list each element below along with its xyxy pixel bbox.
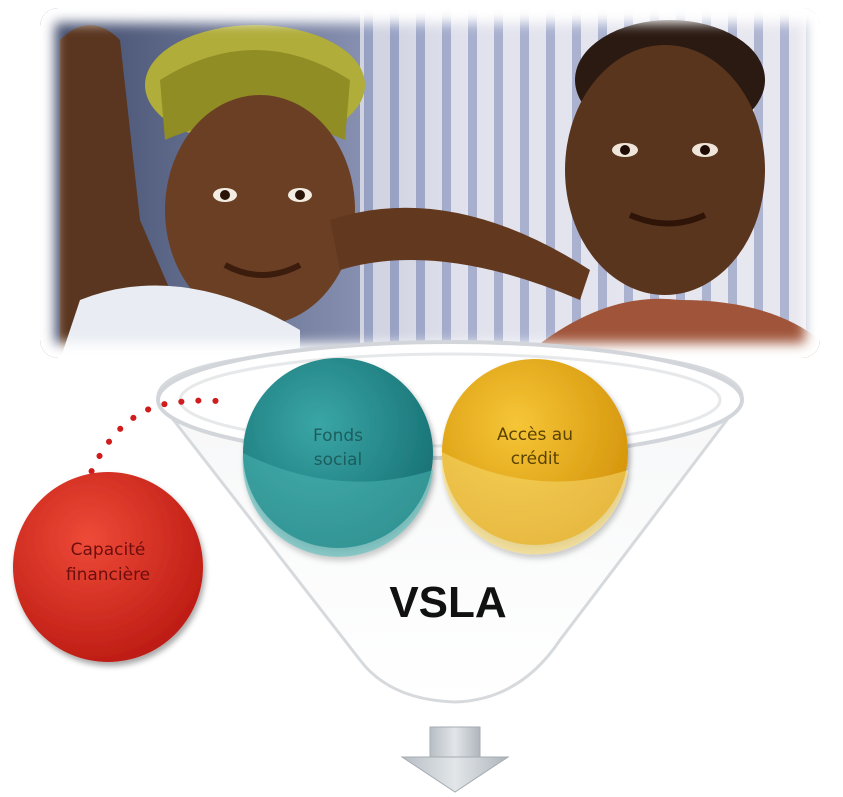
fonds-social-label-line1: Fonds	[313, 426, 363, 446]
acces-credit-label-line2: crédit	[511, 449, 560, 469]
capacite-financiere-label-line2: financière	[66, 565, 150, 585]
dotted-connector	[82, 397, 231, 490]
funnel: VSLA	[156, 340, 744, 704]
funnel-label: VSLA	[389, 578, 506, 627]
fonds-social-label-line2: social	[314, 450, 362, 470]
fonds-social-circle: Fonds social	[242, 358, 433, 557]
photo-two-women	[40, 8, 820, 358]
capacite-financiere-label-line1: Capacité	[71, 540, 146, 560]
acces-credit-circle: Accès au crédit	[441, 359, 628, 555]
capacite-financiere-circle: Capacité financière	[13, 472, 203, 662]
down-arrow-icon	[400, 726, 510, 793]
acces-credit-label-line1: Accès au	[497, 425, 573, 445]
